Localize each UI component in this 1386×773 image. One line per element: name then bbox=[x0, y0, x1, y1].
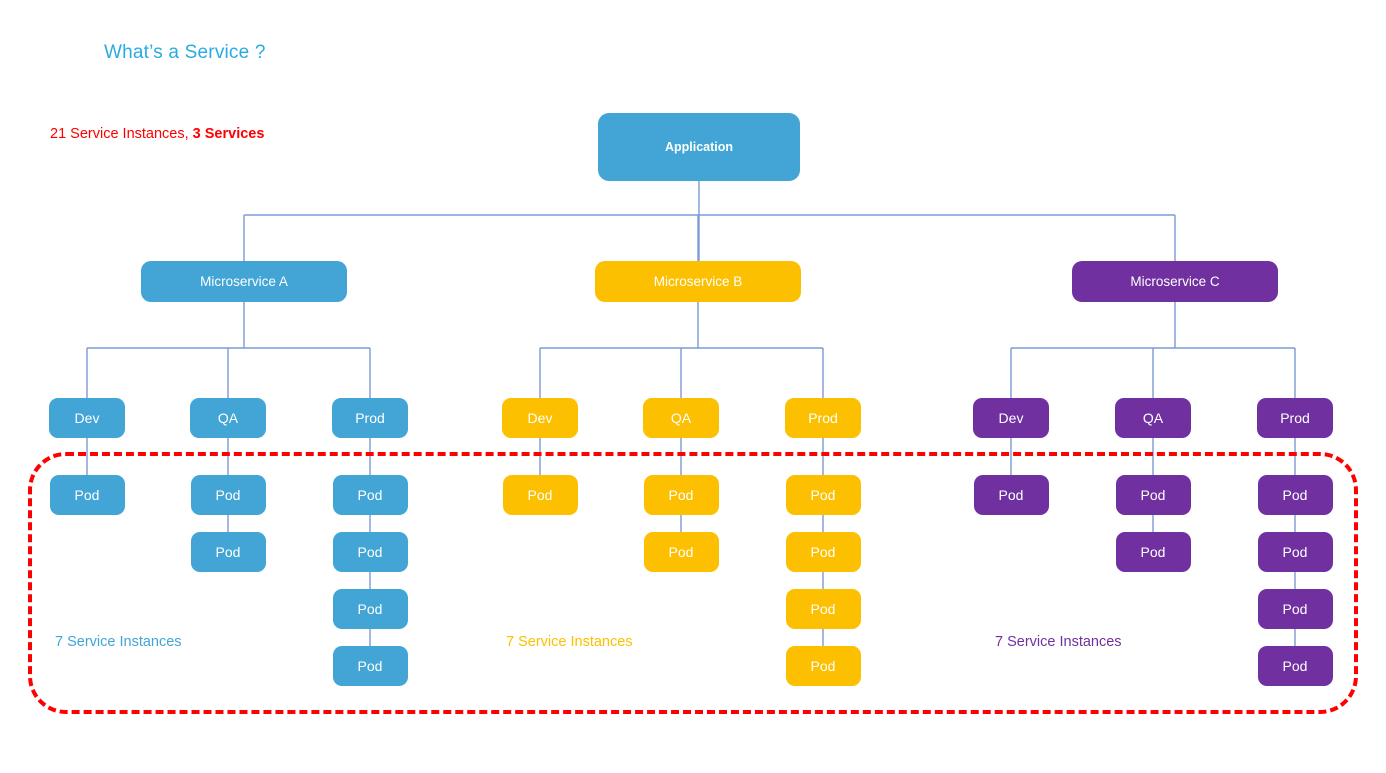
column-caption-0: 7 Service Instances bbox=[55, 634, 182, 650]
column-caption-1: 7 Service Instances bbox=[506, 634, 633, 650]
pod-node-2-2-3[interactable]: Pod bbox=[1257, 646, 1333, 686]
summary-label: 21 Service Instances, 3 Services bbox=[50, 126, 264, 142]
environment-label-1-2: Prod bbox=[808, 410, 838, 426]
pod-node-0-1-1[interactable]: Pod bbox=[190, 532, 266, 572]
pod-label-0-0-0: Pod bbox=[74, 487, 100, 503]
environment-label-2-0: Dev bbox=[998, 410, 1024, 426]
environment-label-1-1: QA bbox=[670, 410, 692, 426]
pod-label-1-0-0: Pod bbox=[527, 487, 553, 503]
environment-label-0-0: Dev bbox=[74, 410, 100, 426]
microservice-label-1: Microservice B bbox=[653, 273, 743, 289]
microservice-label-0: Microservice A bbox=[200, 273, 288, 289]
pod-node-1-2-2[interactable]: Pod bbox=[785, 589, 861, 629]
environment-label-2-1: QA bbox=[1142, 410, 1164, 426]
application-label: Application bbox=[664, 139, 734, 154]
pod-node-1-1-1[interactable]: Pod bbox=[643, 532, 719, 572]
column-caption-2: 7 Service Instances bbox=[995, 634, 1122, 650]
pod-label-1-1-1: Pod bbox=[668, 544, 694, 560]
pod-node-2-2-1[interactable]: Pod bbox=[1257, 532, 1333, 572]
pod-node-2-2-0[interactable]: Pod bbox=[1257, 475, 1333, 515]
pod-node-1-1-0[interactable]: Pod bbox=[643, 475, 719, 515]
pod-node-0-1-0[interactable]: Pod bbox=[190, 475, 266, 515]
environment-node-2-0[interactable]: Dev bbox=[973, 398, 1049, 438]
pod-label-2-2-3: Pod bbox=[1282, 658, 1308, 674]
pod-node-2-2-2[interactable]: Pod bbox=[1257, 589, 1333, 629]
pod-node-2-0-0[interactable]: Pod bbox=[973, 475, 1049, 515]
pod-node-1-2-0[interactable]: Pod bbox=[785, 475, 861, 515]
summary-emphasis: 3 Services bbox=[192, 126, 265, 142]
pod-label-0-2-2: Pod bbox=[357, 601, 383, 617]
microservice-label-2: Microservice C bbox=[1130, 273, 1220, 289]
environment-label-1-0: Dev bbox=[527, 410, 553, 426]
pod-label-2-2-2: Pod bbox=[1282, 601, 1308, 617]
pod-label-2-2-1: Pod bbox=[1282, 544, 1308, 560]
pod-label-1-2-2: Pod bbox=[810, 601, 836, 617]
pod-label-2-1-1: Pod bbox=[1140, 544, 1166, 560]
pod-label-0-2-0: Pod bbox=[357, 487, 383, 503]
environment-node-0-1[interactable]: QA bbox=[190, 398, 266, 438]
environment-node-2-2[interactable]: Prod bbox=[1257, 398, 1333, 438]
environment-node-0-0[interactable]: Dev bbox=[49, 398, 125, 438]
pod-label-1-1-0: Pod bbox=[668, 487, 694, 503]
environment-node-2-1[interactable]: QA bbox=[1115, 398, 1191, 438]
pod-label-1-2-3: Pod bbox=[810, 658, 836, 674]
environment-node-1-0[interactable]: Dev bbox=[502, 398, 578, 438]
pod-node-2-1-1[interactable]: Pod bbox=[1115, 532, 1191, 572]
microservice-node-2[interactable]: Microservice C bbox=[1072, 261, 1278, 302]
pod-label-2-0-0: Pod bbox=[998, 487, 1024, 503]
environment-node-0-2[interactable]: Prod bbox=[332, 398, 408, 438]
pod-node-2-1-0[interactable]: Pod bbox=[1115, 475, 1191, 515]
pod-label-0-2-3: Pod bbox=[357, 658, 383, 674]
microservice-node-1[interactable]: Microservice B bbox=[595, 261, 801, 302]
pod-node-0-2-1[interactable]: Pod bbox=[332, 532, 408, 572]
environment-node-1-1[interactable]: QA bbox=[643, 398, 719, 438]
pod-node-0-2-2[interactable]: Pod bbox=[332, 589, 408, 629]
application-node[interactable]: Application bbox=[598, 113, 800, 181]
pod-node-1-2-3[interactable]: Pod bbox=[785, 646, 861, 686]
environment-node-1-2[interactable]: Prod bbox=[785, 398, 861, 438]
pod-label-2-1-0: Pod bbox=[1140, 487, 1166, 503]
pod-label-1-2-0: Pod bbox=[810, 487, 836, 503]
environment-label-0-2: Prod bbox=[355, 410, 385, 426]
pod-node-1-2-1[interactable]: Pod bbox=[785, 532, 861, 572]
environment-label-2-2: Prod bbox=[1280, 410, 1310, 426]
pod-node-0-2-3[interactable]: Pod bbox=[332, 646, 408, 686]
pod-label-1-2-1: Pod bbox=[810, 544, 836, 560]
pod-label-2-2-0: Pod bbox=[1282, 487, 1308, 503]
summary-prefix: 21 Service Instances, bbox=[50, 126, 193, 142]
pod-node-1-0-0[interactable]: Pod bbox=[502, 475, 578, 515]
pod-label-0-1-0: Pod bbox=[215, 487, 241, 503]
pod-label-0-2-1: Pod bbox=[357, 544, 383, 560]
microservice-node-0[interactable]: Microservice A bbox=[141, 261, 347, 302]
pod-label-0-1-1: Pod bbox=[215, 544, 241, 560]
pod-node-0-2-0[interactable]: Pod bbox=[332, 475, 408, 515]
environment-label-0-1: QA bbox=[217, 410, 239, 426]
pod-node-0-0-0[interactable]: Pod bbox=[49, 475, 125, 515]
page-title: What’s a Service ? bbox=[104, 42, 266, 63]
